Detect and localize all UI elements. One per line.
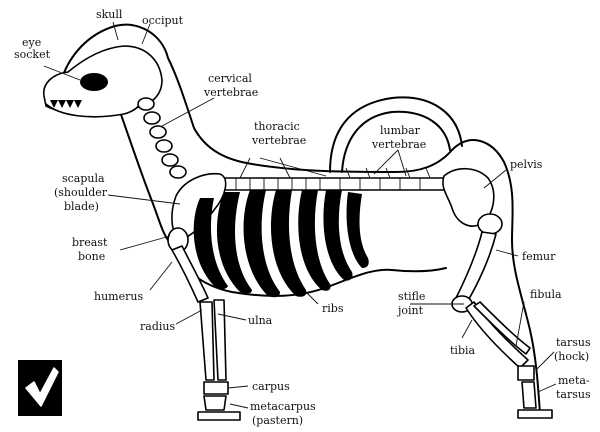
label-metatarsus-line2: tarsus xyxy=(556,388,591,401)
label-cervical-line1: cervical xyxy=(208,72,252,85)
label-tarsus-line2: (hock) xyxy=(554,350,589,363)
label-ulna: ulna xyxy=(248,314,273,327)
label-scapula-line1: scapula xyxy=(62,172,105,185)
label-eye-socket-line2: socket xyxy=(14,48,51,61)
label-breast-bone-line2: bone xyxy=(78,250,105,263)
label-thoracic-line2: vertebrae xyxy=(251,134,306,147)
cervical-vertebrae-shape xyxy=(138,98,186,178)
label-metacarpus-line2: (pastern) xyxy=(252,414,303,427)
label-scapula-line3: blade) xyxy=(64,200,99,213)
label-humerus: humerus xyxy=(94,290,143,303)
label-metatarsus-line1: meta- xyxy=(558,374,590,387)
label-fibula: fibula xyxy=(530,288,562,301)
eye-socket-shape xyxy=(80,73,108,91)
label-lumbar-line2: vertebrae xyxy=(371,138,426,151)
label-tibia: tibia xyxy=(450,344,475,357)
label-femur: femur xyxy=(522,250,556,263)
label-radius: radius xyxy=(140,320,175,333)
label-skull: skull xyxy=(96,8,123,21)
label-metacarpus-line1: metacarpus xyxy=(250,400,316,413)
checkmark-badge xyxy=(18,360,62,416)
label-ribs: ribs xyxy=(322,302,344,315)
label-tarsus-line1: tarsus xyxy=(556,336,591,349)
label-occiput: occiput xyxy=(142,14,184,27)
label-pelvis: pelvis xyxy=(510,158,543,171)
label-cervical-line2: vertebrae xyxy=(203,86,258,99)
label-stifle-line2: joint xyxy=(396,304,424,317)
label-stifle-line1: stifle xyxy=(398,290,425,303)
label-breast-bone-line1: breast xyxy=(72,236,108,249)
label-carpus: carpus xyxy=(252,380,290,393)
label-lumbar-line1: lumbar xyxy=(380,124,421,137)
label-thoracic-line1: thoracic xyxy=(254,120,300,133)
label-scapula-line2: (shoulder xyxy=(54,186,108,199)
